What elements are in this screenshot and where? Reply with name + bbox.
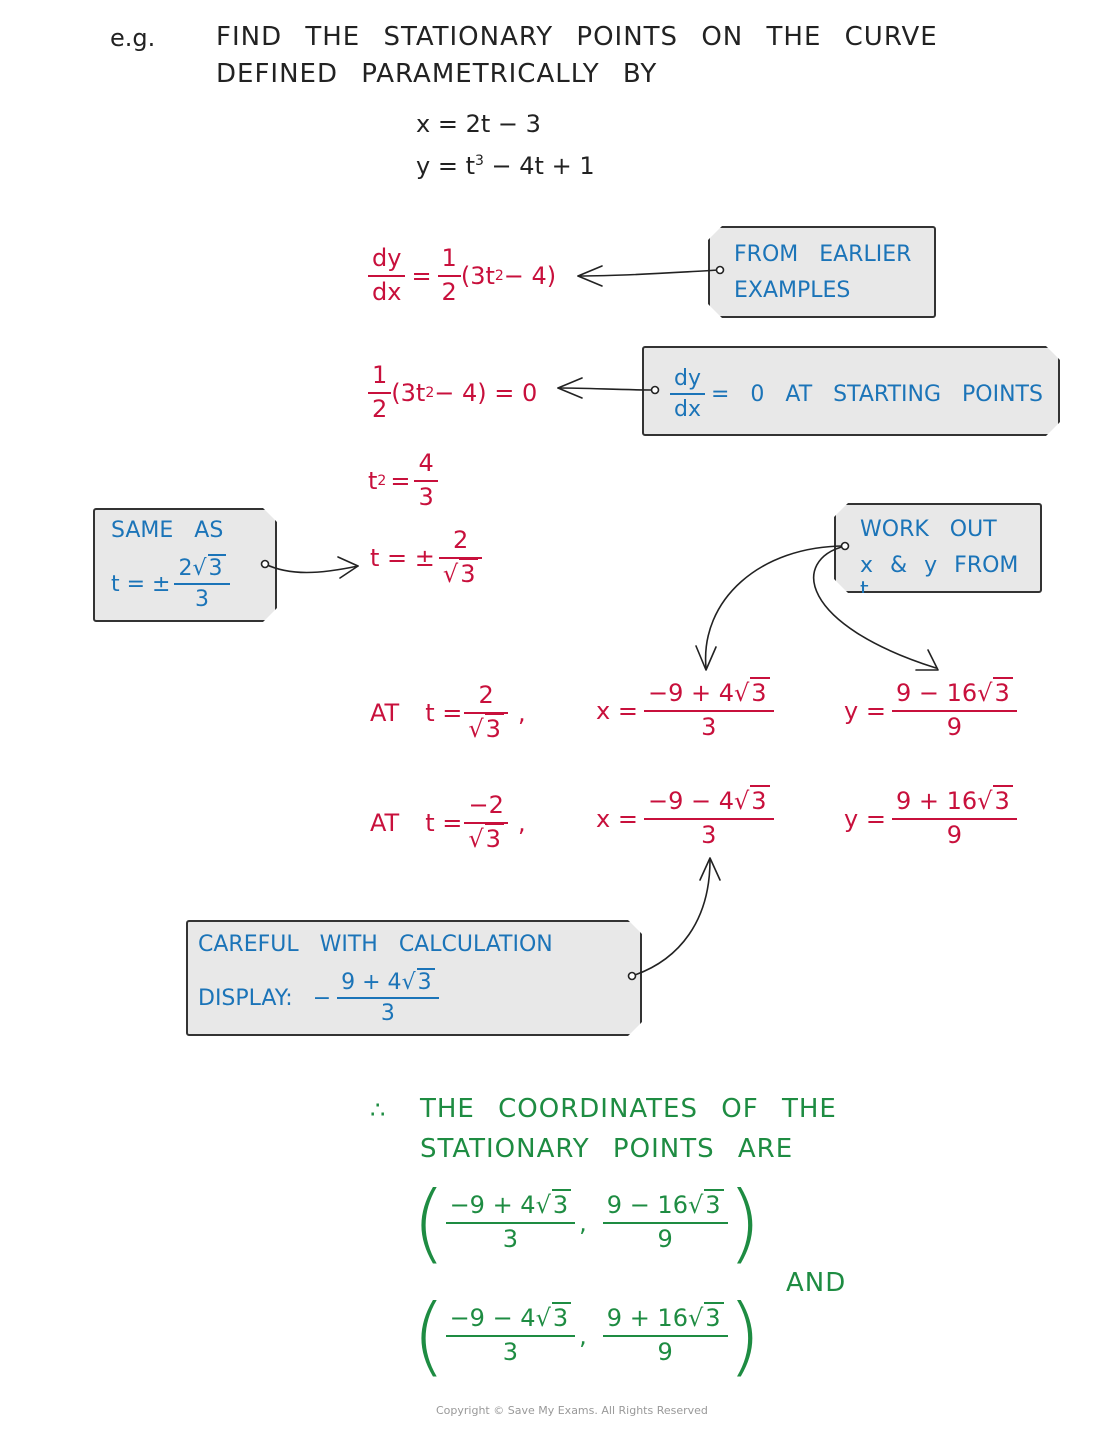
- conclusion-line-2: STATIONARY POINTS ARE: [420, 1134, 794, 1164]
- arrowhead-work-out-y: [915, 649, 939, 671]
- arrowhead-same-as: [337, 556, 359, 579]
- note-work-out-line2: x & y FROM t: [860, 553, 1019, 603]
- therefore-symbol: ∴: [370, 1096, 386, 1124]
- arrowhead-from-earlier: [577, 265, 603, 287]
- arrow-work-out-y: [812, 545, 937, 669]
- x-equation: x = 2t − 3: [416, 110, 541, 138]
- note-from-earlier: FROM EARLIER EXAMPLES: [708, 226, 936, 318]
- case-1-t-value: AT t = 2√3 ,: [370, 681, 526, 743]
- dot-same-as: [260, 559, 270, 569]
- arrowhead-careful: [699, 857, 721, 881]
- copyright-footer: Copyright © Save My Exams. All Rights Re…: [436, 1404, 708, 1417]
- note-careful-line1: CAREFUL WITH CALCULATION: [198, 932, 553, 957]
- note-from-earlier-line2: EXAMPLES: [734, 278, 851, 303]
- note-same-as-line1: SAME AS: [111, 518, 224, 543]
- note-careful-calculation: CAREFUL WITH CALCULATION DISPLAY: − 9 + …: [186, 920, 642, 1036]
- arrow-careful: [631, 859, 711, 977]
- dot-from-earlier: [715, 265, 725, 275]
- dot-dydx-zero: [650, 385, 660, 395]
- arrowhead-dydx-zero: [557, 377, 583, 399]
- case-2-t-value: AT t = −2√3 ,: [370, 791, 526, 853]
- and-word: AND: [786, 1268, 847, 1298]
- arrow-same-as: [264, 563, 359, 574]
- question-line-1: FIND THE STATIONARY POINTS ON THE CURVE: [216, 22, 938, 52]
- example-label: e.g.: [110, 24, 156, 52]
- note-from-earlier-line1: FROM EARLIER: [734, 242, 912, 267]
- dot-work-out: [840, 541, 850, 551]
- question-line-2: DEFINED PARAMETRICALLY BY: [216, 59, 658, 89]
- arrow-dydx-zero: [557, 387, 656, 391]
- conclusion-line-1: THE COORDINATES OF THE: [420, 1094, 837, 1124]
- arrow-work-out-x: [704, 545, 846, 669]
- t-solution: t = ± 2√3: [370, 526, 483, 588]
- note-dydx-zero-text: = 0 AT STARTING POINTS: [710, 381, 1043, 407]
- note-work-out-line1: WORK OUT: [860, 517, 997, 542]
- arrowhead-work-out-x: [695, 645, 717, 671]
- note-work-out: WORK OUT x & y FROM t: [834, 503, 1042, 593]
- arrow-from-earlier: [577, 269, 721, 277]
- y-equation: y = t3 − 4t + 1: [416, 152, 595, 180]
- dot-careful: [627, 971, 637, 981]
